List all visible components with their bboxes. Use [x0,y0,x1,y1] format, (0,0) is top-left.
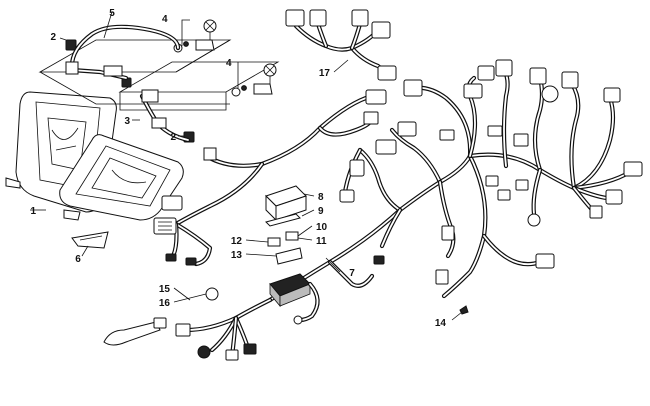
callout-4-lower: 4 [226,58,232,69]
bulb-panel-lower [118,61,280,111]
callout-8: 8 [318,192,324,203]
callout-17: 17 [319,68,331,79]
relay-box [265,185,307,222]
harness-branch-lower [175,281,320,361]
callout-1: 1 [30,206,36,217]
callout-10: 10 [316,222,328,233]
callout-2-lower: 2 [170,132,176,143]
callout-12: 12 [231,236,243,247]
bulb-pigtail-harness [65,24,181,81]
relay-small [267,237,281,247]
callout-4-upper: 4 [162,14,168,25]
callout-3: 3 [124,116,130,127]
cable-tie [103,317,167,346]
main-harness-trunk [267,79,555,303]
callout-5: 5 [109,8,115,19]
callout-9: 9 [318,206,324,217]
bulb-socket-upper [173,19,217,53]
relay-bracket [275,247,303,265]
callout-14: 14 [435,318,447,329]
fuse [285,231,299,241]
fuse-strip [265,213,301,227]
bulb-connector-upper [65,39,77,51]
callout-7: 7 [349,268,355,279]
harness-branch-upper [285,9,397,81]
headlight-right [59,134,184,221]
bulb-socket-lower [231,63,277,97]
callout-11: 11 [316,236,327,247]
leader-lines [30,11,463,321]
callout-13: 13 [231,250,243,261]
callout-15: 15 [159,284,171,295]
bulb-pigtail-lower [139,89,191,143]
headlight-harness-main [153,89,387,267]
harness-branch-right [439,59,643,227]
fuse-block [269,273,311,308]
callout-6: 6 [75,254,81,265]
callout-labels: 1 2 2 3 4 4 5 6 7 8 9 10 11 12 13 14 15 … [30,8,446,329]
callout-16: 16 [159,298,171,309]
harness-loop [205,287,219,301]
callout-2-upper: 2 [50,32,56,43]
headlight-gasket [71,231,109,249]
